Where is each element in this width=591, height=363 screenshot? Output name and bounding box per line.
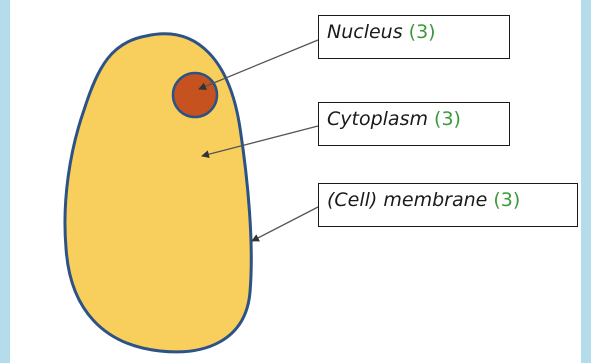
cytoplasm-label-box: Cytoplasm (3) [318, 102, 510, 146]
nucleus-label-box: Nucleus (3) [318, 15, 510, 59]
membrane-term: (Cell) membrane [327, 189, 487, 211]
cytoplasm-term: Cytoplasm [327, 108, 428, 130]
cell-body [65, 34, 251, 352]
nucleus-marks: (3) [409, 21, 436, 43]
cytoplasm-marks: (3) [434, 108, 461, 130]
membrane-label-box: (Cell) membrane (3) [318, 183, 578, 227]
nucleus [173, 73, 217, 117]
membrane-pointer [252, 207, 318, 241]
membrane-marks: (3) [493, 189, 520, 211]
nucleus-term: Nucleus [327, 21, 403, 43]
